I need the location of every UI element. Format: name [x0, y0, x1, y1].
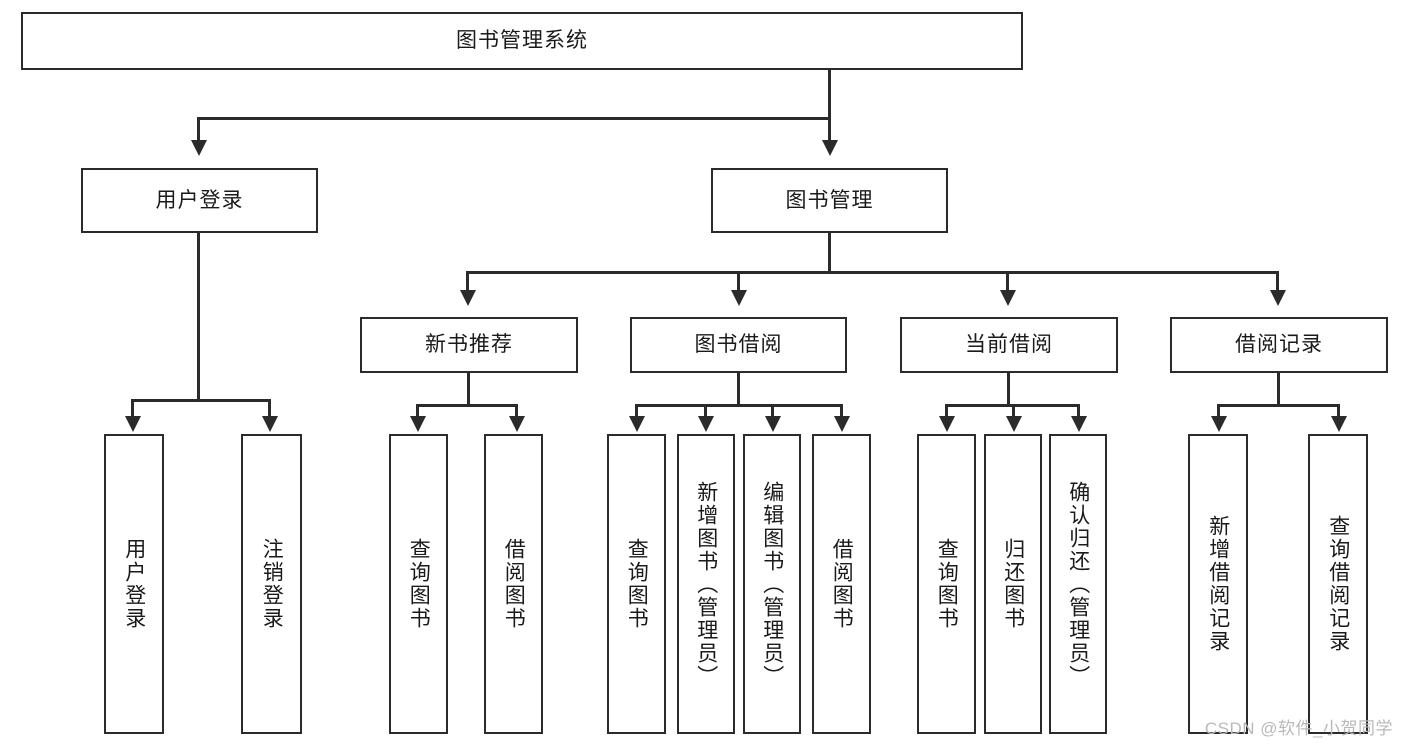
node-label: 查询图书: [407, 538, 431, 630]
node-label: 新书推荐: [425, 333, 513, 357]
node-book-management[interactable]: 图书管理: [711, 168, 948, 233]
edge-root-to-book-mgmt: [828, 117, 831, 144]
node-label: 图书管理: [785, 188, 874, 212]
node-label: 新增借阅记录: [1206, 515, 1230, 653]
node-label: 借阅图书: [830, 538, 854, 630]
node-book-borrow[interactable]: 图书借阅: [630, 317, 847, 373]
edge-current-borrow-to-leaf-0: [945, 404, 948, 418]
node-new-book-recommend[interactable]: 新书推荐: [360, 317, 578, 373]
edge-current-borrow-to-leaf-2: [1077, 404, 1080, 418]
edge-book-borrow-bus: [635, 404, 843, 407]
edge-user-login-to-leaf-0: [131, 399, 134, 419]
leaf-current-borrow-return-book[interactable]: 归还图书: [984, 434, 1042, 734]
arrowhead-user-login-leaf-1: [262, 416, 278, 432]
node-label: 归还图书: [1001, 538, 1025, 630]
arrowhead-book-borrow-leaf-0: [629, 416, 645, 432]
edge-new-book-trunk: [467, 373, 470, 406]
edge-book-borrow-to-leaf-2: [771, 404, 774, 418]
edge-book-mgmt-to-l2-0: [466, 271, 469, 293]
edge-root-to-user-login: [197, 117, 200, 144]
node-label: 确认归还（管理员）: [1066, 480, 1090, 688]
node-label: 新增图书（管理员）: [694, 480, 718, 688]
edge-book-mgmt-to-l2-2: [1006, 271, 1009, 293]
edge-current-borrow-to-leaf-1: [1012, 404, 1015, 418]
edge-new-book-bus: [416, 404, 518, 407]
node-label: 注销登录: [260, 538, 284, 630]
arrowhead-l2-2: [1000, 290, 1016, 306]
arrowhead-l2-1: [731, 290, 747, 306]
node-current-borrow[interactable]: 当前借阅: [900, 317, 1118, 373]
leaf-book-borrow-add-book-admin[interactable]: 新增图书（管理员）: [677, 434, 735, 734]
edge-book-mgmt-to-l2-3: [1276, 271, 1279, 293]
arrowhead-current-borrow-leaf-0: [939, 416, 955, 432]
leaf-new-book-borrow-book[interactable]: 借阅图书: [484, 434, 543, 734]
leaf-current-borrow-query-book[interactable]: 查询图书: [917, 434, 976, 734]
edge-user-login-bus: [131, 399, 270, 402]
node-label: 用户登录: [122, 538, 146, 630]
node-root-book-management-system[interactable]: 图书管理系统: [21, 12, 1023, 70]
node-borrow-record[interactable]: 借阅记录: [1170, 317, 1388, 373]
edge-borrow-record-trunk: [1277, 373, 1280, 406]
edge-borrow-record-bus: [1217, 404, 1340, 407]
node-label: 查询借阅记录: [1326, 515, 1350, 653]
edge-book-borrow-to-leaf-0: [635, 404, 638, 418]
edge-current-borrow-trunk: [1007, 373, 1010, 406]
leaf-book-borrow-borrow-book[interactable]: 借阅图书: [812, 434, 871, 734]
leaf-book-borrow-query-book[interactable]: 查询图书: [607, 434, 666, 734]
node-label: 查询图书: [935, 538, 959, 630]
edge-borrow-record-to-leaf-1: [1337, 404, 1340, 418]
arrowhead-book-borrow-leaf-1: [698, 416, 714, 432]
arrowhead-borrow-record-leaf-1: [1331, 416, 1347, 432]
arrowhead-current-borrow-leaf-2: [1071, 416, 1087, 432]
arrowhead-borrow-record-leaf-0: [1211, 416, 1227, 432]
edge-book-mgmt-trunk: [828, 233, 831, 273]
arrowhead-new-book-leaf-1: [509, 416, 525, 432]
node-user-login[interactable]: 用户登录: [81, 168, 318, 233]
arrowhead-user-login-leaf-0: [125, 416, 141, 432]
edge-book-borrow-to-leaf-3: [840, 404, 843, 418]
leaf-new-book-query-book[interactable]: 查询图书: [389, 434, 448, 734]
leaf-borrow-record-add-record[interactable]: 新增借阅记录: [1188, 434, 1248, 734]
edge-root-trunk: [828, 70, 831, 119]
node-label: 查询图书: [625, 538, 649, 630]
node-label: 用户登录: [155, 188, 244, 212]
node-label: 借阅图书: [502, 538, 526, 630]
arrowhead-book-borrow-leaf-2: [765, 416, 781, 432]
leaf-user-login-login[interactable]: 用户登录: [104, 434, 164, 734]
node-label: 编辑图书（管理员）: [760, 480, 784, 688]
arrowhead-l2-3: [1270, 290, 1286, 306]
edge-borrow-record-to-leaf-0: [1217, 404, 1220, 418]
leaf-user-login-logout[interactable]: 注销登录: [241, 434, 302, 734]
node-label: 图书借阅: [694, 333, 783, 357]
arrowhead-new-book-leaf-0: [410, 416, 426, 432]
edge-book-mgmt-bus: [466, 271, 1279, 274]
node-label: 借阅记录: [1235, 333, 1323, 357]
arrowhead-l2-0: [460, 290, 476, 306]
node-label: 当前借阅: [965, 333, 1053, 357]
arrowhead-current-borrow-leaf-1: [1006, 416, 1022, 432]
edge-book-mgmt-to-l2-1: [737, 271, 740, 293]
edge-root-bus: [197, 117, 831, 120]
edge-new-book-to-leaf-0: [416, 404, 419, 418]
leaf-borrow-record-query-record[interactable]: 查询借阅记录: [1308, 434, 1368, 734]
edge-user-login-to-leaf-1: [268, 399, 271, 419]
edge-book-borrow-to-leaf-1: [704, 404, 707, 418]
leaf-book-borrow-edit-book-admin[interactable]: 编辑图书（管理员）: [743, 434, 801, 734]
edge-book-borrow-trunk: [737, 373, 740, 406]
arrowhead-book-mgmt: [822, 140, 838, 156]
arrowhead-user-login: [191, 140, 207, 156]
node-label: 图书管理系统: [456, 29, 588, 53]
edge-new-book-to-leaf-1: [515, 404, 518, 418]
edge-user-login-trunk: [197, 233, 200, 401]
leaf-current-borrow-confirm-return-admin[interactable]: 确认归还（管理员）: [1049, 434, 1107, 734]
arrowhead-book-borrow-leaf-3: [834, 416, 850, 432]
